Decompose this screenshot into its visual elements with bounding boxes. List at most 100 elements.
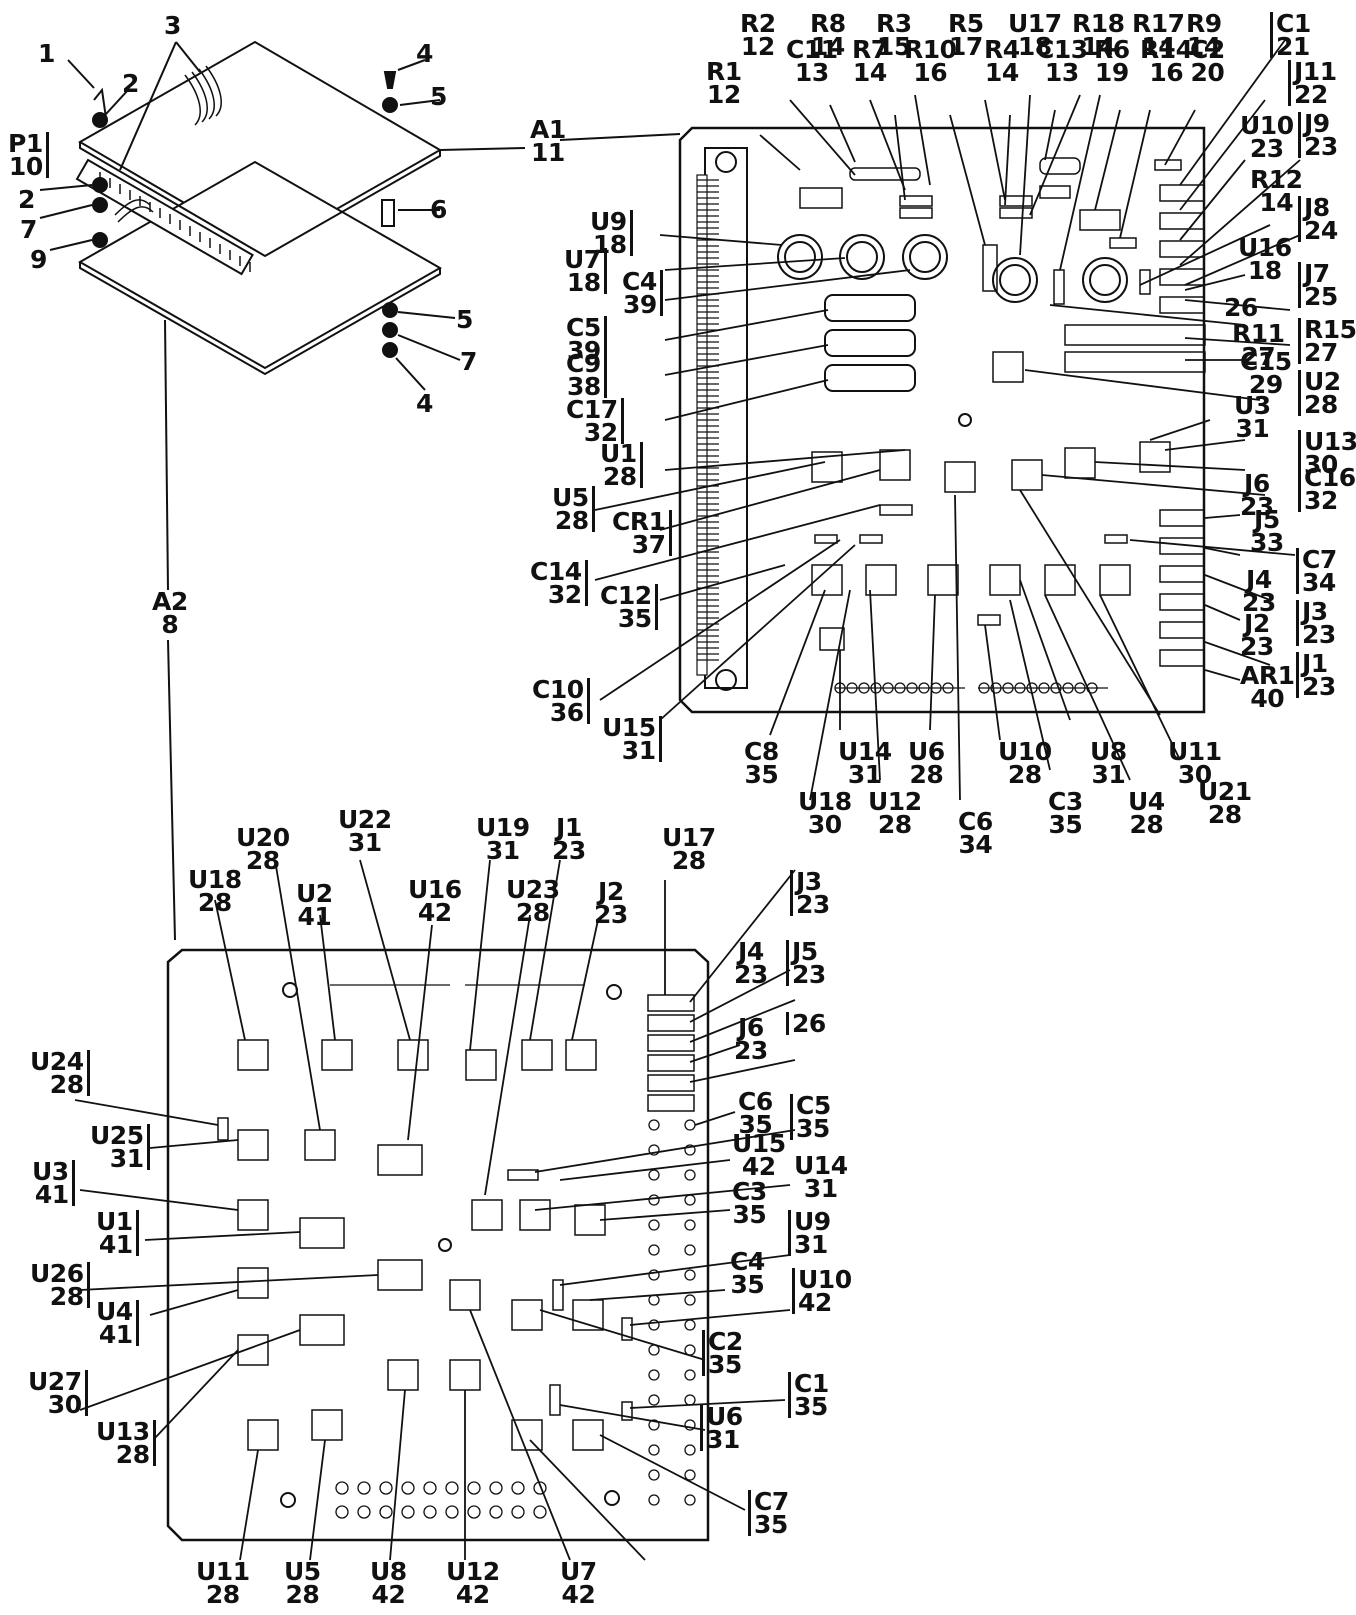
- callout-item-number: 28: [602, 462, 637, 491]
- callout-item-number: 15: [876, 32, 911, 61]
- a1-resistors: [799, 157, 1206, 373]
- callout-ref: U27: [28, 1367, 82, 1396]
- callout-item-number: 18: [1017, 32, 1052, 61]
- callout-ref: CR1: [612, 507, 666, 536]
- callout-ref: J3: [796, 867, 822, 896]
- callout-ref: J5: [1254, 505, 1280, 534]
- a1-pad-row: [834, 682, 1108, 694]
- callout-ref: U17: [1008, 9, 1062, 38]
- callout-ref: U14: [794, 1151, 848, 1180]
- callout-item-number: 16: [1149, 58, 1184, 87]
- callout-ref: R18: [1072, 9, 1125, 38]
- callout-item-number: 31: [621, 736, 656, 765]
- callout-ref: U25: [90, 1121, 144, 1150]
- callout-item-1: 1: [38, 39, 55, 68]
- callout-ref: C13: [1036, 35, 1088, 64]
- callout-ref: C15: [1240, 347, 1292, 376]
- callout-item-number: 12: [740, 32, 775, 61]
- callout-ref: 26: [1224, 293, 1258, 322]
- callout-ref: U17: [662, 823, 716, 852]
- callout-item-number: 23: [1240, 632, 1274, 661]
- callout-item-number: 41: [98, 1230, 133, 1259]
- callout-item-number: 13: [794, 58, 829, 87]
- callout-ref: R4: [984, 35, 1020, 64]
- callout-ref: R12: [1250, 165, 1303, 194]
- callout-ref: C2: [708, 1327, 743, 1356]
- callout-item-number: 33: [1250, 528, 1284, 557]
- callout-ref: U11: [196, 1557, 250, 1586]
- callout-item-2b: 2: [18, 187, 35, 212]
- callout-ref: J9: [1304, 109, 1330, 138]
- callout-item-number: 19: [1094, 58, 1129, 87]
- callout-ref: J6: [738, 1013, 764, 1042]
- callout-item-number: 23: [594, 900, 628, 929]
- callout-item-number: 42: [561, 1580, 596, 1609]
- callout-ref: U24: [30, 1047, 84, 1076]
- callout-ref: U8: [1090, 737, 1127, 766]
- callout-item-4b: 4: [416, 391, 433, 416]
- callout-item-number: 31: [706, 1425, 740, 1454]
- callout-ref: J11: [1294, 57, 1337, 86]
- callout-item-number: 24: [1304, 216, 1338, 245]
- callout-item-number: 20: [1190, 58, 1225, 87]
- callout-ref: U18: [798, 787, 852, 816]
- callout-ref: J1: [1302, 649, 1328, 678]
- callout-item-number: 31: [347, 828, 382, 857]
- callout-item-number: 13: [1044, 58, 1079, 87]
- callout-ref: 7: [460, 347, 477, 376]
- callout-item-number: 28: [877, 810, 912, 839]
- callout-ref: U9: [794, 1207, 831, 1236]
- callout-ref: AR1: [1240, 661, 1295, 690]
- callout-ref: C10: [532, 675, 584, 704]
- callout-ref: R11: [1232, 319, 1285, 348]
- callout-ref: C1: [1276, 9, 1311, 38]
- callout-item-number: 28: [1304, 390, 1338, 419]
- callout-item-number: 31: [847, 760, 882, 789]
- callout-a2-26: 26: [786, 1011, 826, 1036]
- callout-item-number: 41: [34, 1180, 69, 1209]
- callout-ref: P1: [8, 129, 43, 158]
- callout-item-number: 35: [744, 760, 779, 789]
- callout-item-number: 14: [984, 58, 1019, 87]
- callout-ref: J6: [1244, 469, 1270, 498]
- callout-item-number: 42: [371, 1580, 406, 1609]
- leader-lines-assembly: [39, 41, 681, 941]
- callout-item-7a: 7: [20, 217, 37, 242]
- callout-ref: C6: [958, 807, 993, 836]
- callout-ref: 1: [38, 39, 55, 68]
- callout-ref: J4: [1246, 565, 1272, 594]
- callout-ref: U7: [564, 245, 601, 274]
- callout-item-number: 32: [547, 580, 582, 609]
- callout-ref: U2: [296, 879, 333, 908]
- callout-item-4a: 4: [416, 41, 433, 66]
- callout-item-number: 42: [417, 898, 452, 927]
- callout-item-number: 31: [109, 1144, 144, 1173]
- callout-ref: U10: [998, 737, 1052, 766]
